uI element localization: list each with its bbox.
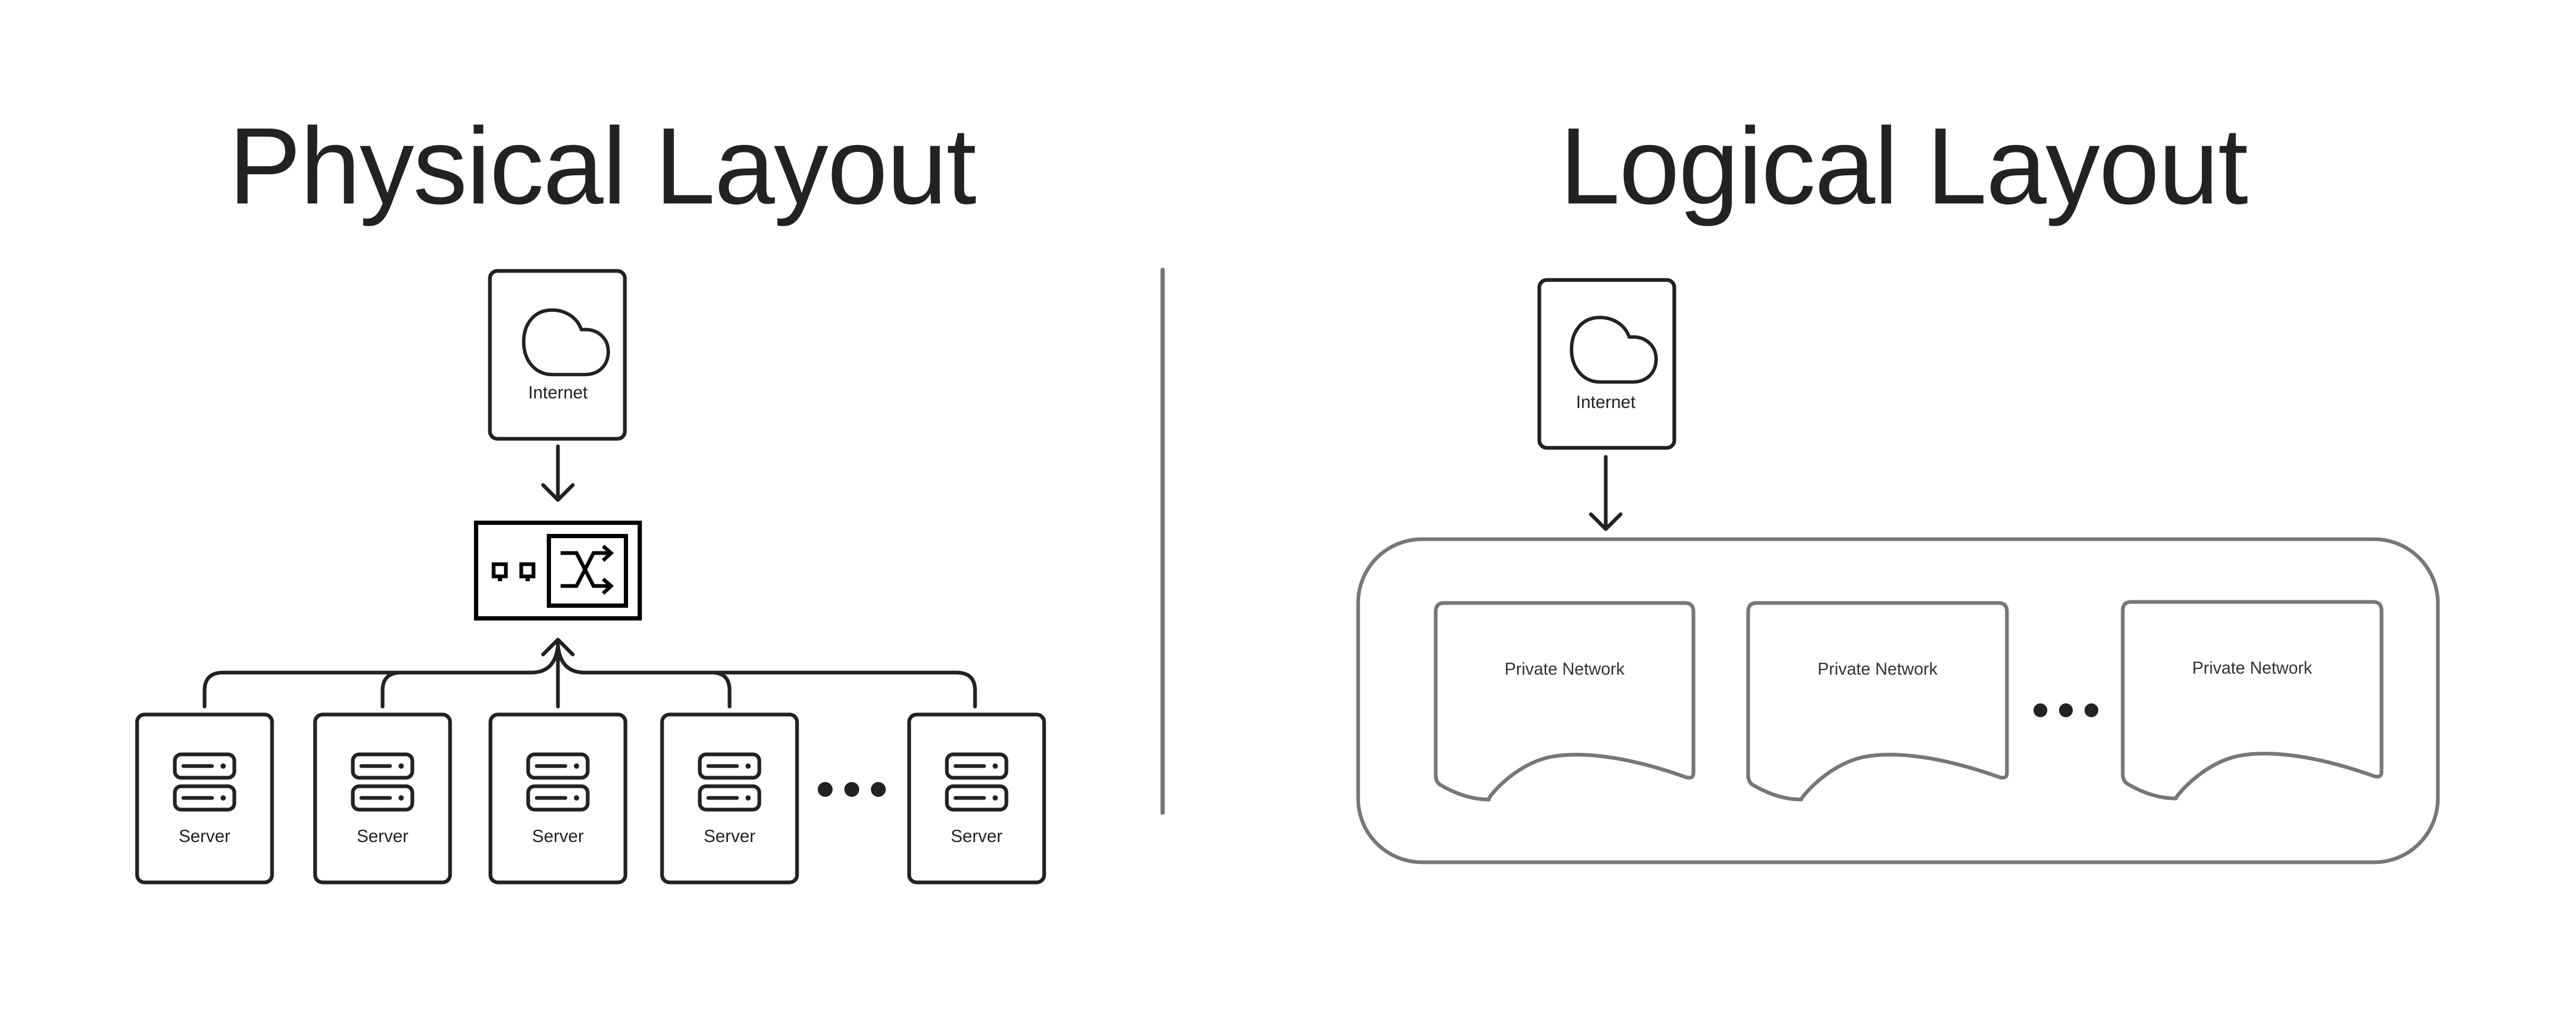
server-node: Server	[907, 712, 1046, 885]
internet-box	[1537, 278, 1676, 450]
private-network-shape	[2121, 600, 2384, 801]
logical-internet-node: Internet	[1537, 278, 1676, 450]
private-network-node: Private Network	[1746, 601, 2009, 802]
switch-box	[474, 521, 642, 620]
server-ellipsis	[818, 782, 886, 797]
logical-layout-title: Logical Layout	[1560, 105, 2248, 227]
ellipsis-dot	[871, 782, 886, 797]
network-switch	[474, 521, 642, 620]
server-node: Server	[488, 712, 628, 885]
shuffle-box	[547, 534, 628, 608]
server-label: Server	[532, 826, 583, 846]
server-node: Server	[135, 712, 274, 885]
ellipsis-dot	[2059, 703, 2073, 717]
physical-internet-node: Internet	[488, 269, 627, 441]
servers-group: Server Server Server Server Server	[135, 712, 1046, 885]
network-ellipsis	[2033, 703, 2098, 717]
private-network-shape	[1434, 601, 1696, 802]
logical-network-container	[1356, 537, 2440, 864]
shuffle-icon	[561, 545, 614, 595]
private-network-shape	[1746, 601, 2009, 802]
ellipsis-dot	[2084, 703, 2098, 717]
physical-layout-title: Physical Layout	[228, 105, 977, 227]
server-label: Server	[357, 826, 408, 846]
internet-to-switch-arrow	[541, 444, 575, 502]
ellipsis-dot	[2033, 703, 2047, 717]
internet-box	[488, 269, 627, 441]
ellipsis-dot	[844, 782, 859, 797]
private-network-label: Private Network	[2192, 658, 2313, 677]
ellipsis-dot	[818, 782, 833, 797]
internet-to-network-arrow	[1589, 455, 1623, 531]
server-label: Server	[704, 826, 755, 846]
private-network-label: Private Network	[1505, 659, 1625, 678]
ethernet-port-icon	[492, 562, 536, 581]
internet-label: Internet	[1576, 392, 1636, 412]
server-label: Server	[951, 826, 1002, 846]
server-node: Server	[660, 712, 799, 885]
internet-label: Internet	[528, 382, 588, 402]
server-bus-connectors	[202, 638, 977, 709]
networks-group: Private Network Private Network Private Ne…	[1434, 600, 2384, 802]
server-node: Server	[313, 712, 452, 885]
private-network-node: Private Network	[1434, 601, 1696, 802]
server-label: Server	[179, 826, 230, 846]
private-network-node: Private Network	[2121, 600, 2384, 801]
private-network-label: Private Network	[1818, 659, 1938, 678]
